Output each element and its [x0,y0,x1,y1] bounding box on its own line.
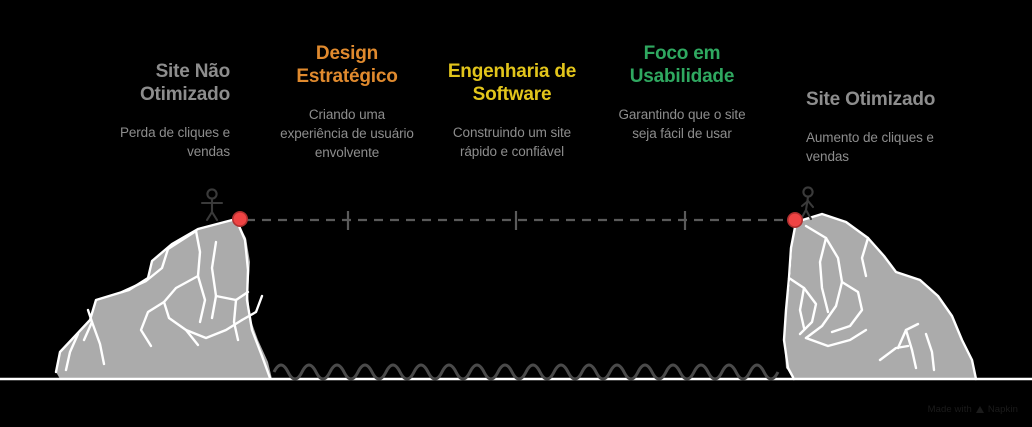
callout-site-nao-otimizado: Site Não Otimizado Perda de cliques e ve… [78,60,230,161]
right-stick-figure-icon [799,186,815,221]
right-mountain-crevasses [782,212,978,381]
right-marker-dot[interactable] [786,212,803,229]
callout-design-estrategico: Design Estratégico Criando uma experiênc… [280,42,414,162]
callout-title: Design Estratégico [296,43,398,87]
callout-subtitle: Aumento de cliques e vendas [806,130,934,164]
callout-subtitle: Criando uma experiência de usuário envol… [280,107,414,160]
left-stick-figure-icon [200,188,224,222]
water-wave-line [272,363,780,381]
napkin-logo-icon [975,405,984,413]
left-mountain-body [56,219,272,379]
callout-subtitle: Perda de cliques e vendas [119,125,230,159]
left-marker-dot[interactable] [232,211,249,228]
callout-title: Site Não Otimizado [139,61,230,105]
left-mountain [54,217,272,380]
left-mountain-crevasses [54,217,272,380]
callout-subtitle: Garantindo que o site seja fácil de usar [618,107,746,141]
callout-title: Site Otimizado [806,89,936,110]
callout-title: Engenharia de Software [447,61,577,105]
right-mountain [782,212,978,381]
callout-site-otimizado: Site Otimizado Aumento de cliques e vend… [806,88,974,166]
watermark-text: Made with [927,404,972,415]
callout-title: Foco em Usabilidade [629,43,735,87]
watermark-brand: Napkin [987,404,1018,415]
right-mountain-body [784,214,976,379]
connector-ticks [346,211,687,230]
callout-subtitle: Construindo um site rápido e confiável [452,125,572,159]
watermark: Made with Napkin [928,404,1018,415]
callout-foco-em-usabilidade: Foco em Usabilidade Garantindo que o sit… [612,42,752,143]
callout-engenharia-de-software: Engenharia de Software Construindo um si… [438,60,586,161]
